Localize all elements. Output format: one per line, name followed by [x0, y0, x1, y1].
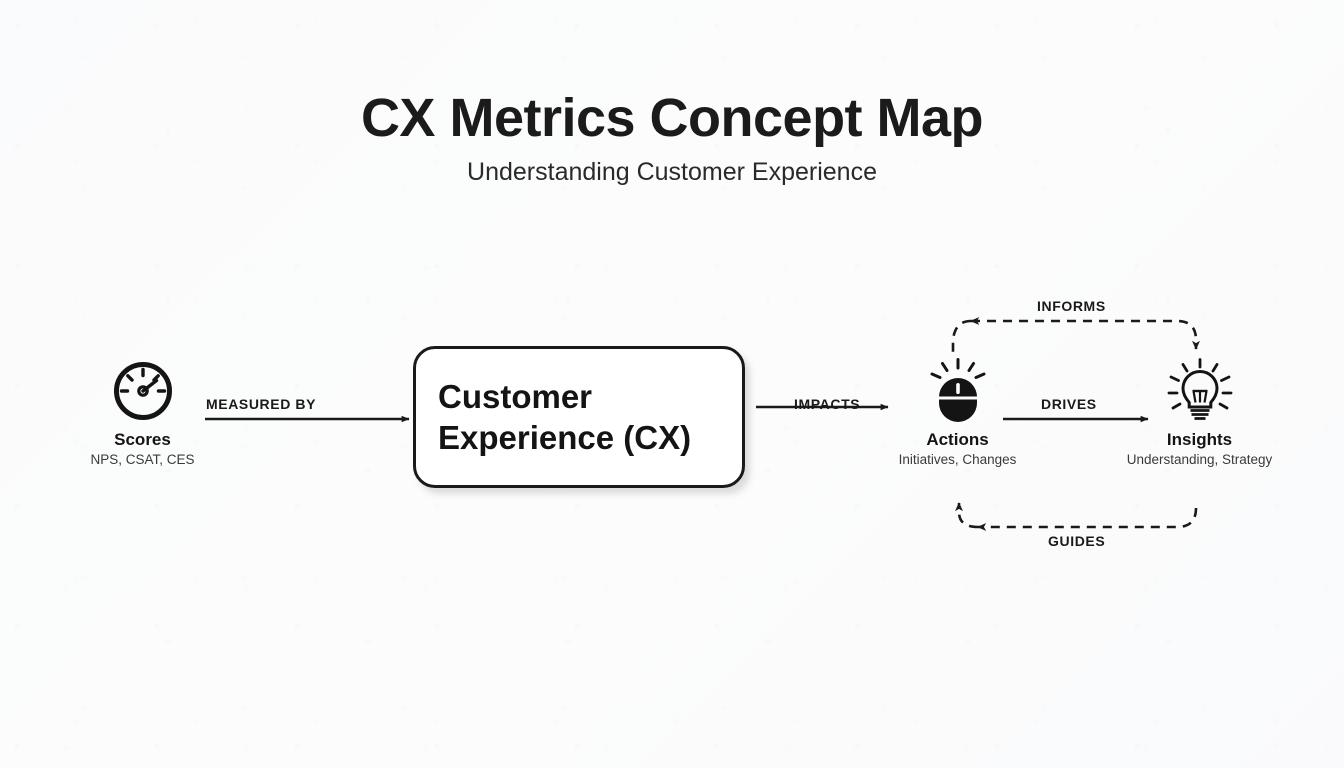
node-insights-title: Insights: [1166, 430, 1233, 449]
node-actions-subtitle: Initiatives, Changes: [898, 452, 1017, 468]
edge-label-guides: GUIDES: [1048, 533, 1106, 549]
node-scores-subtitle: NPS, CSAT, CES: [90, 452, 195, 468]
node-actions-title: Actions: [926, 430, 989, 449]
mouse-click-icon: [930, 358, 985, 422]
edge-informs-tail: [951, 319, 972, 352]
node-customer-experience-line-1: Customer: [438, 377, 593, 415]
node-scores[interactable]: Scores NPS, CSAT, CES: [40, 358, 245, 469]
node-actions[interactable]: Actions Initiatives, Changes: [855, 358, 1060, 469]
node-insights[interactable]: Insights Understanding, Strategy: [1097, 358, 1302, 469]
node-customer-experience-line-2: Experience (CX): [438, 419, 692, 456]
node-insights-subtitle: Understanding, Strategy: [1126, 452, 1273, 468]
gauge-icon: [113, 362, 172, 420]
node-customer-experience[interactable]: Customer Experience (CX): [413, 346, 745, 488]
edge-label-impacts: IMPACTS: [794, 396, 861, 412]
edge-guides-path: [977, 507, 1198, 531]
node-scores-title: Scores: [114, 430, 171, 449]
lightbulb-icon: [1167, 358, 1232, 420]
node-customer-experience-label: Customer Experience (CX): [438, 376, 691, 459]
edge-informs-path: [970, 317, 1200, 350]
edge-label-informs: INFORMS: [1037, 298, 1106, 314]
edge-guides-tail: [955, 502, 979, 529]
